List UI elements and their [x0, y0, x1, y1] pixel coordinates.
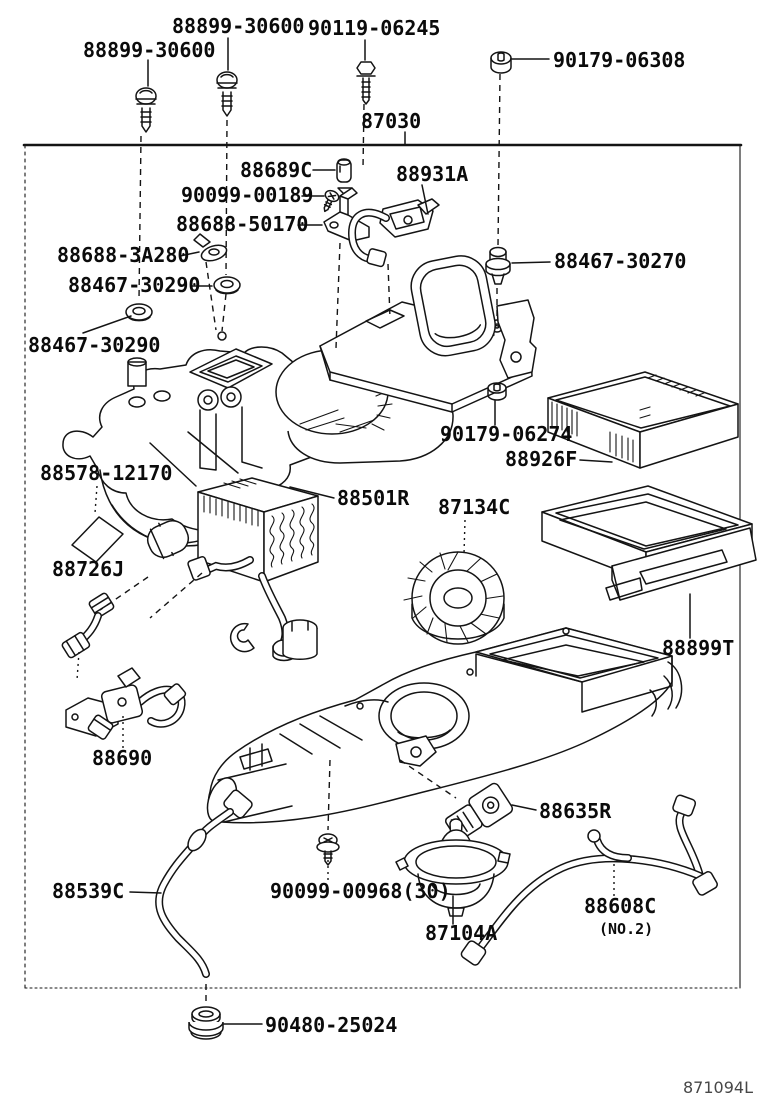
label-expansion-valve: 88690 [92, 746, 152, 770]
label-thermistor: 88467-30270 [554, 249, 686, 273]
label-damper-servo: 88931A [396, 162, 468, 186]
bolt-top-drawing [356, 61, 376, 105]
label-grommet-upper: 88467-30290 [68, 273, 200, 297]
evaporator-case-fins [551, 374, 705, 463]
label-blower-resistor: 88635R [539, 799, 612, 823]
figure-code: 871094L [683, 1078, 753, 1097]
grommet-lower-drawing [125, 303, 153, 322]
screw-top-left-drawing [135, 87, 157, 133]
evaporator-case-drawing [547, 371, 739, 469]
bracket-drawing [323, 187, 370, 242]
grommet-upper-drawing [213, 276, 241, 295]
label-screw-lower: 90099-00968(30) [270, 879, 451, 903]
dashed-leader-lines [76, 73, 615, 1004]
label-grommet-bottom: 90480-25024 [265, 1013, 397, 1037]
expansion-valve-drawing [65, 667, 187, 740]
label-grommet-top-right: 90179-06308 [553, 48, 685, 72]
label-caution-label: 88578-12170 [40, 461, 172, 485]
label-tray: 88899T [662, 636, 734, 660]
label-blower-fan: 87134C [438, 495, 510, 519]
solid-leader-lines [82, 37, 691, 1025]
core-fins [203, 478, 315, 568]
label-evaporator-case: 88926F [505, 447, 577, 471]
pipe-clamps-drawing [71, 516, 318, 660]
tray-drawing [541, 485, 757, 601]
label-drain-hose: 88539C [52, 879, 124, 903]
label-grommet-lower: 88467-30290 [28, 333, 160, 357]
pipe-clamp-drawing [193, 233, 228, 262]
screw-lower-drawing [316, 833, 340, 866]
caution-label-drawing [71, 516, 124, 563]
label-bolt-top: 90119-06245 [308, 16, 440, 40]
label-blower-motor: 87104A [425, 921, 497, 945]
label-screw-top-mid: 88899-30600 [172, 14, 304, 38]
clip-pin-drawing [336, 158, 352, 183]
liquid-pipe-drawing [61, 592, 115, 659]
label-nut-mid: 90179-06274 [440, 422, 572, 446]
label-assembly: 87030 [361, 109, 421, 133]
label-screw-small: 90099-00189 [181, 183, 313, 207]
diagram-frame [22, 143, 743, 989]
label-screw-top-left: 88899-30600 [83, 38, 215, 62]
label-liquid-pipe: 88726J [52, 557, 124, 581]
wire-harness-drawing [460, 794, 718, 966]
label-wire-harness: 88608C [584, 894, 656, 918]
screw-top-mid-drawing [216, 71, 238, 117]
grommet-top-right-drawing [490, 51, 512, 74]
label-evaporator-core: 88501R [337, 486, 410, 510]
part-number-labels: 88899-30600 88899-30600 90119-06245 9017… [28, 14, 753, 1097]
label-wire-harness-note: (NO.2) [599, 920, 653, 938]
label-clip-pin: 88689C [240, 158, 312, 182]
blower-motor-drawing [395, 818, 511, 917]
blower-fan-drawing [403, 551, 505, 645]
label-pipe-clamp: 88688-3A280 [57, 243, 189, 267]
damper-servo-drawing [347, 198, 440, 268]
thermistor-drawing [485, 246, 511, 285]
screw-small-drawing [323, 189, 340, 213]
nut-mid-drawing [487, 382, 507, 401]
grommet-bottom-drawing [188, 1006, 224, 1040]
label-bracket: 88688-50170 [176, 212, 308, 236]
drain-hose-drawing [155, 789, 253, 978]
